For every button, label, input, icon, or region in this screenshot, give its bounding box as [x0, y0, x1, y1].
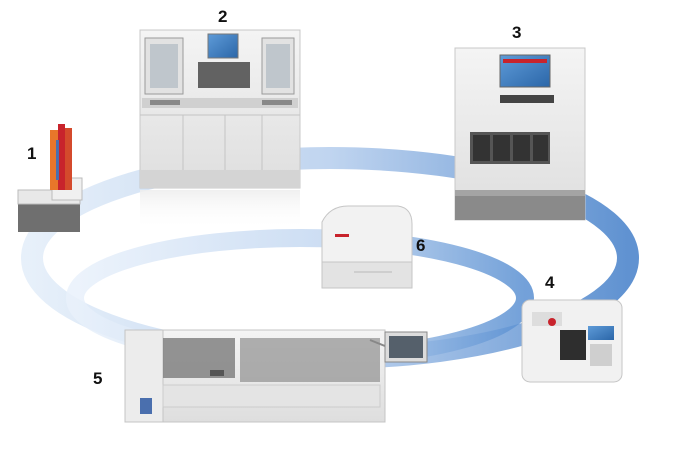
printer-device [321, 205, 413, 289]
slide-stainer-device [17, 124, 83, 232]
label-step-6: 6 [416, 236, 426, 255]
label-step-1: 1 [27, 144, 37, 163]
label-step-4: 4 [545, 273, 555, 292]
microtome-device [521, 299, 623, 383]
stainer-coverslipper-device [124, 329, 428, 423]
label-step-3: 3 [512, 23, 522, 42]
embedding-cabinet-device [139, 29, 301, 230]
label-step-2: 2 [218, 7, 228, 26]
tissue-processor-device [454, 47, 586, 221]
label-step-5: 5 [93, 369, 103, 388]
